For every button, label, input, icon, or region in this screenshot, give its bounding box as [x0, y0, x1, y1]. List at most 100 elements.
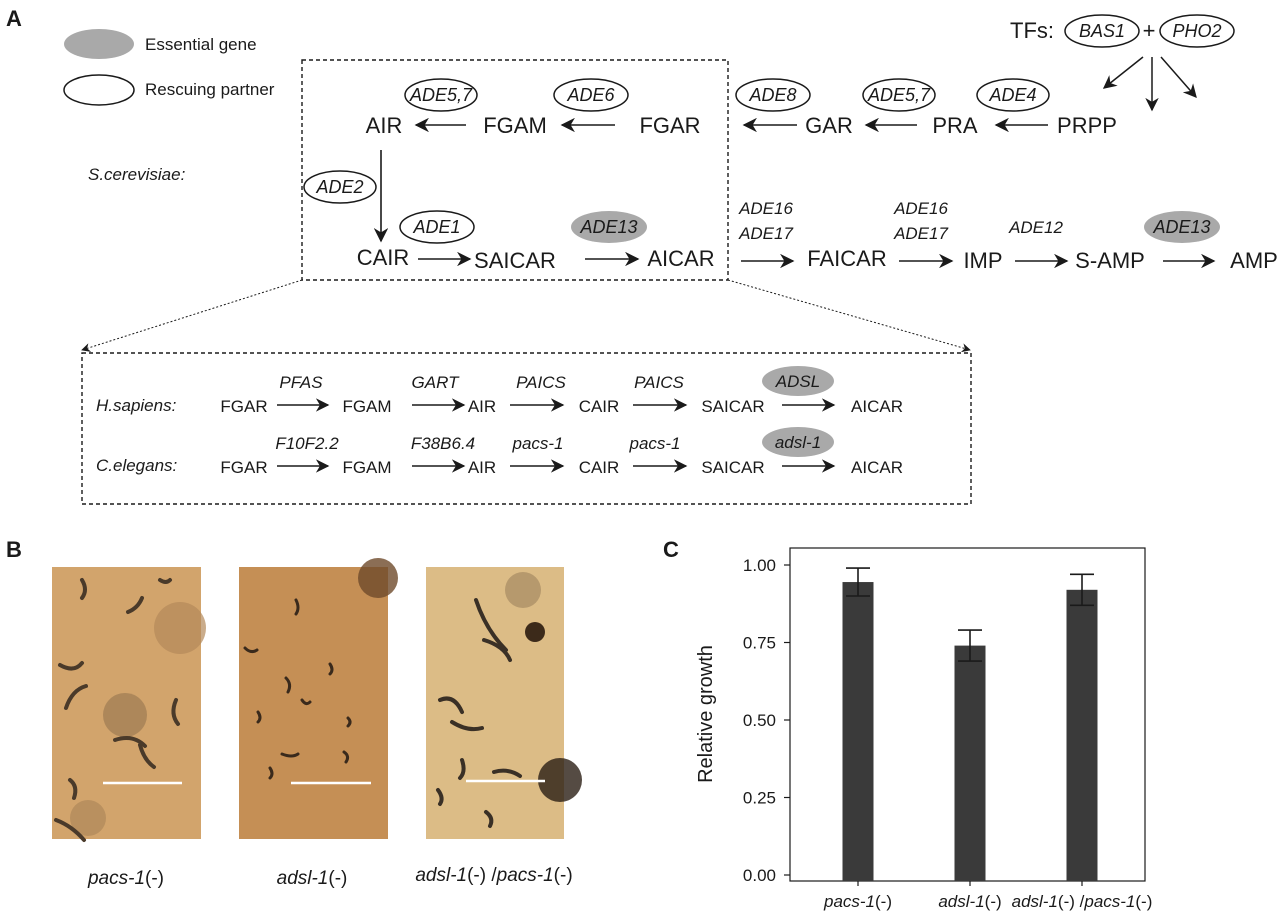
legend-essential-label: Essential gene — [145, 35, 257, 54]
photo-caption-3-gene2: pacs-1 — [496, 865, 554, 886]
panel-a-label: A — [6, 6, 22, 31]
bas1-ellipse — [1064, 14, 1140, 48]
zoom-line-right — [727, 279, 971, 353]
met-pra: PRA — [932, 113, 978, 138]
x-tick-gene2: pacs-1 — [1084, 892, 1136, 911]
yeast-pathway: S.cerevisiae: AIR FGAM FGAR GAR PRA PRPP… — [88, 78, 1278, 273]
tf-arrow-left — [1102, 56, 1144, 89]
legend-rescuing-swatch — [63, 74, 135, 106]
enz-ade13b: ADE13 — [1152, 217, 1210, 237]
ade4-ellipse — [976, 78, 1050, 112]
met-amp: AMP — [1230, 248, 1278, 273]
human-species: H.sapiens: — [96, 396, 177, 415]
enz-ade57a: ADE5,7 — [409, 85, 473, 105]
legend-essential-swatch — [64, 29, 134, 59]
panel-c-label: C — [663, 537, 679, 562]
met-air: AIR — [366, 113, 403, 138]
adsl-ellipse — [762, 366, 834, 396]
y-tick-label: 0.75 — [743, 634, 776, 653]
met-saicar: SAICAR — [474, 248, 556, 273]
ade6-ellipse — [553, 78, 629, 112]
zoom-line-left — [81, 279, 303, 352]
photo-caption-1: pacs-1(-) — [16, 868, 236, 890]
yeast-species: S.cerevisiae: — [88, 165, 186, 184]
photo-caption-3-suffix2: (-) — [553, 865, 573, 886]
adsl1-ellipse — [762, 427, 834, 457]
met-gar: GAR — [805, 113, 853, 138]
tfs-label: TFs: — [1010, 18, 1054, 43]
worm-e5: adsl-1 — [775, 433, 821, 452]
worm-photo-adsl1 — [239, 558, 398, 839]
ade57a-ellipse — [404, 78, 478, 112]
human-m5: SAICAR — [701, 397, 764, 416]
x-tick-suffix2: (-) — [1135, 892, 1153, 911]
met-aicar: AICAR — [647, 246, 714, 271]
photo-caption-2-suffix: (-) — [328, 868, 348, 889]
y-tick-label: 0.50 — [743, 711, 776, 730]
enz-ade12: ADE12 — [1008, 218, 1063, 237]
x-tick-gene: pacs-1 — [823, 892, 876, 911]
legend-rescuing-label: Rescuing partner — [145, 80, 275, 99]
human-m2: FGAM — [342, 397, 391, 416]
met-imp: IMP — [963, 248, 1002, 273]
photo-caption-1-gene: pacs-1 — [87, 868, 146, 889]
x-tick-gene: adsl-1 — [1011, 892, 1058, 911]
met-fgar: FGAR — [639, 113, 700, 138]
x-tick-label: adsl-1(-) — [870, 892, 1070, 912]
human-m3: AIR — [468, 397, 496, 416]
worm-photo-pacs1 — [52, 567, 206, 842]
worm-species: C.elegans: — [96, 456, 178, 475]
enz-ade4: ADE4 — [988, 85, 1036, 105]
enz-ade17a: ADE17 — [738, 224, 793, 243]
ade8-ellipse — [735, 78, 811, 112]
human-e4: PAICS — [634, 373, 684, 392]
x-tick-label: pacs-1(-) — [758, 892, 958, 912]
transcription-factors: TFs: BAS1 + PHO2 — [1010, 14, 1235, 112]
met-samp: S-AMP — [1075, 248, 1145, 273]
human-e2: GART — [412, 373, 461, 392]
ade57b-ellipse — [862, 78, 936, 112]
human-pathway: H.sapiens: FGAR FGAM AIR CAIR SAICAR AIC… — [96, 366, 903, 416]
human-m4: CAIR — [579, 397, 620, 416]
bas1-label: BAS1 — [1079, 21, 1125, 41]
enz-ade16a: ADE16 — [738, 199, 793, 218]
photo-caption-2-gene: adsl-1 — [276, 868, 329, 889]
enz-ade13a: ADE13 — [579, 217, 637, 237]
bars — [842, 567, 1098, 886]
bar — [954, 645, 986, 881]
worm-photo-double — [426, 567, 582, 839]
worm-m5: SAICAR — [701, 458, 764, 477]
enz-ade57b: ADE5,7 — [867, 85, 931, 105]
tf-arrow-right — [1160, 56, 1197, 99]
x-tick-gene: adsl-1 — [938, 892, 985, 911]
photo-caption-3: adsl-1(-) /pacs-1(-) — [384, 865, 604, 887]
ade1-ellipse — [399, 210, 475, 244]
worm-e1: F10F2.2 — [275, 434, 339, 453]
pho2-ellipse — [1159, 14, 1235, 48]
x-tick-suffix: (-) — [984, 892, 1002, 911]
human-e1: PFAS — [279, 373, 323, 392]
ade13a-ellipse — [571, 211, 647, 243]
met-prpp: PRPP — [1057, 113, 1117, 138]
y-tick-label: 0.25 — [743, 789, 776, 808]
x-tick-suffix: (-) — [875, 892, 892, 911]
y-tick-label: 0.00 — [743, 866, 776, 885]
worm-m4: CAIR — [579, 458, 620, 477]
worm-m6: AICAR — [851, 458, 903, 477]
legend: Essential gene Rescuing partner — [63, 29, 275, 106]
met-fgam: FGAM — [483, 113, 547, 138]
bar — [842, 582, 874, 881]
pho2-label: PHO2 — [1172, 21, 1221, 41]
bar — [1066, 589, 1098, 881]
photo-caption-2: adsl-1(-) — [202, 868, 422, 890]
human-m6: AICAR — [851, 397, 903, 416]
worm-m1: FGAR — [220, 458, 267, 477]
photo-caption-1-suffix: (-) — [145, 868, 164, 889]
ade13b-ellipse — [1144, 211, 1220, 243]
tfs-plus: + — [1143, 18, 1156, 43]
highlight-box — [301, 59, 729, 281]
worm-m3: AIR — [468, 458, 496, 477]
y-tick-label: 1.00 — [743, 556, 776, 575]
